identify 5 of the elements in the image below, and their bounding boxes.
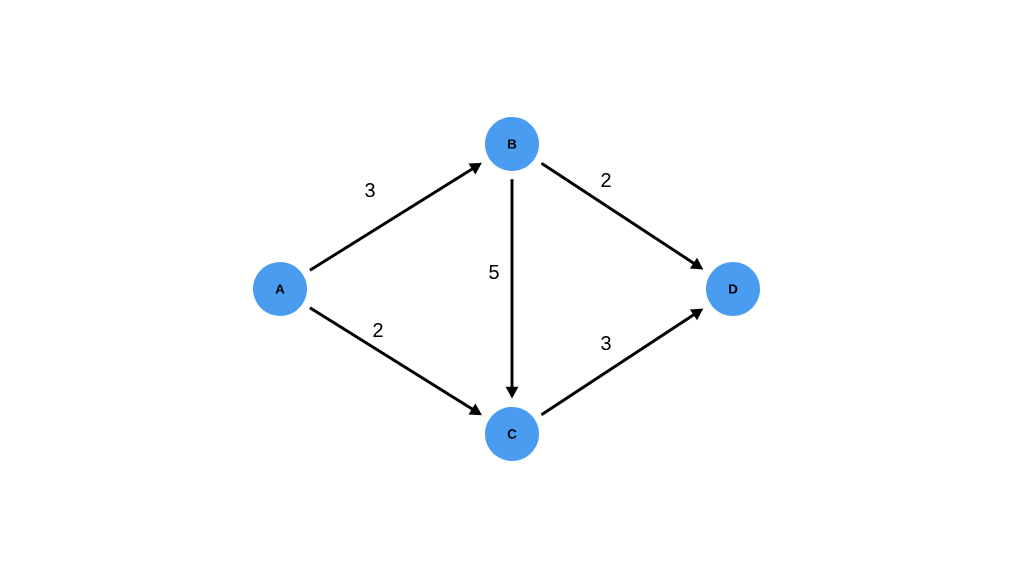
edge-label: 2 bbox=[601, 173, 611, 187]
edge-label: 3 bbox=[601, 335, 611, 351]
edge-label: 2 bbox=[373, 323, 383, 337]
edge-label: 5 bbox=[489, 265, 499, 279]
edge-label: 3 bbox=[365, 182, 375, 198]
